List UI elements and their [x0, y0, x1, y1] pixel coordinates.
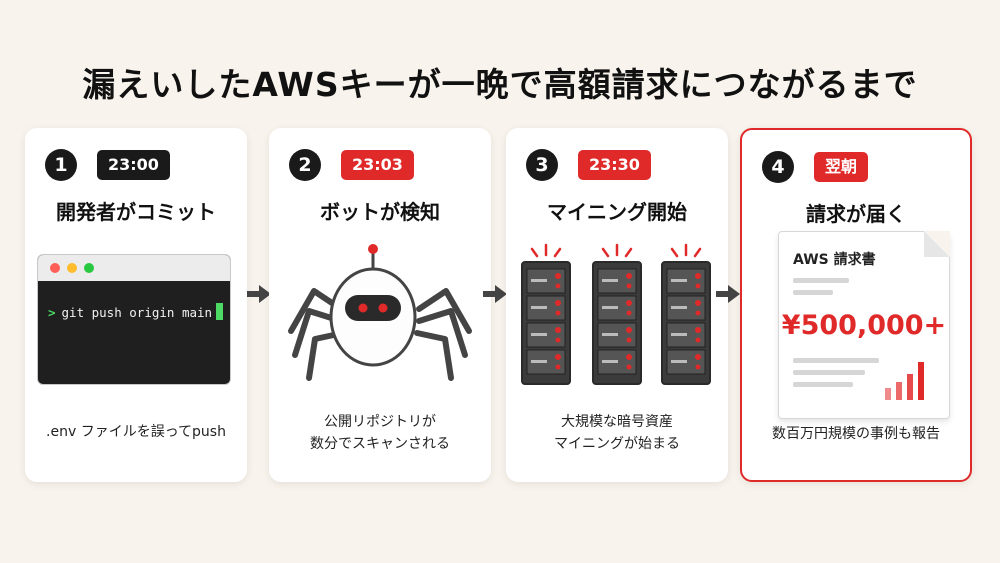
step-card-bot: 2 23:03 ボットが検知 公開リポジトリが 数分でスキャンされる	[269, 128, 491, 482]
terminal-title-bar	[38, 255, 230, 281]
step-number: 2	[289, 149, 321, 181]
step-number: 1	[45, 149, 77, 181]
maximize-dot-icon	[84, 263, 94, 273]
description-line: マイニングが始まる	[554, 436, 680, 452]
invoice-line	[793, 382, 853, 387]
time-badge: 23:00	[97, 150, 170, 180]
invoice-line	[793, 358, 879, 363]
close-dot-icon	[50, 263, 60, 273]
arrow-right-icon	[716, 285, 740, 303]
description-line: .env ファイルを誤ってpush	[46, 424, 226, 440]
invoice-document-icon: AWS 請求書 ¥500,000+	[778, 231, 950, 419]
step-number: 4	[762, 151, 794, 183]
arrow-right-icon	[483, 285, 507, 303]
time-badge: 翌朝	[814, 152, 869, 182]
step-card-commit: 1 23:00 開発者がコミット > git push origin main .…	[25, 128, 247, 482]
step-title: 開発者がコミット	[56, 200, 216, 224]
server-rack-icon	[520, 243, 712, 386]
step-description: 公開リポジトリが 数分でスキャンされる	[269, 411, 491, 455]
description-line: 大規模な暗号資産	[561, 414, 673, 430]
invoice-line	[793, 370, 865, 375]
step-title: ボットが検知	[320, 200, 440, 224]
step-description: 大規模な暗号資産 マイニングが始まる	[506, 411, 728, 455]
minimize-dot-icon	[67, 263, 77, 273]
terminal-window: > git push origin main	[37, 254, 231, 385]
page-fold-icon	[924, 231, 950, 257]
time-badge: 23:30	[578, 150, 651, 180]
description-line: 公開リポジトリが	[324, 414, 436, 430]
step-description: .env ファイルを誤ってpush	[25, 421, 247, 443]
step-number: 3	[526, 149, 558, 181]
step-card-bill: 4 翌朝 請求が届く AWS 請求書 ¥500,000+ 数百万円規模の事例も報…	[740, 128, 972, 482]
prompt-chevron-icon: >	[48, 305, 56, 320]
terminal-command: git push origin main	[61, 305, 213, 320]
invoice-line	[793, 278, 849, 283]
page-title: 漏えいしたAWSキーが一晩で高額請求につながるまで	[82, 65, 918, 104]
description-line: 数分でスキャンされる	[310, 436, 450, 452]
invoice-title: AWS 請求書	[793, 252, 876, 268]
terminal-command-line: > git push origin main	[48, 303, 224, 320]
invoice-amount: ¥500,000+	[781, 310, 947, 341]
cursor-icon	[216, 303, 224, 320]
step-description: 数百万円規模の事例も報告	[742, 423, 970, 445]
step-title: 請求が届く	[806, 202, 906, 226]
description-line: 数百万円規模の事例も報告	[772, 426, 940, 442]
invoice-line	[793, 290, 833, 295]
step-title: マイニング開始	[547, 200, 687, 224]
spider-robot-icon	[288, 244, 472, 381]
arrow-right-icon	[247, 285, 271, 303]
step-card-mining: 3 23:30 マイニング開始	[506, 128, 728, 482]
time-badge: 23:03	[341, 150, 414, 180]
bar-chart-icon	[885, 362, 924, 400]
